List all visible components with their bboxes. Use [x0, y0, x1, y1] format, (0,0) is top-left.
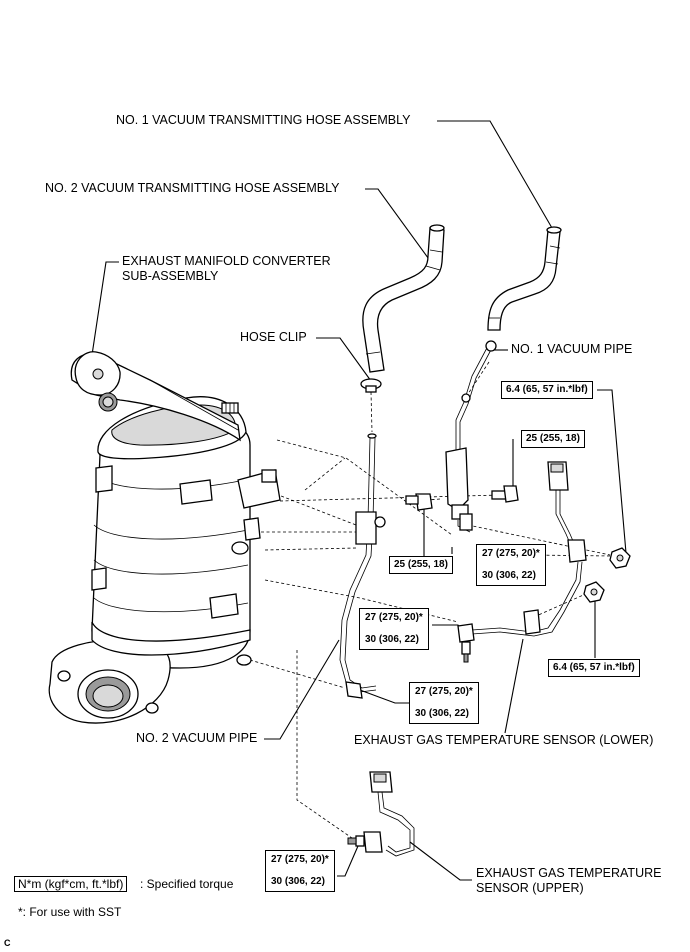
sensor-lower-label: EXHAUST GAS TEMPERATURE SENSOR (LOWER)	[354, 733, 654, 747]
no2-vacuum-hose	[362, 224, 445, 373]
torque-nut-upper: 6.4 (65, 57 in.*lbf)	[501, 381, 593, 399]
bolt-right	[491, 485, 519, 503]
torque-pipe-upper: 27 (275, 20)* 30 (306, 22)	[476, 544, 546, 586]
no2-hose-label: NO. 2 VACUUM TRANSMITTING HOSE ASSEMBLY	[45, 181, 340, 195]
legend-sst-note: *: For use with SST	[18, 905, 122, 919]
torque-sensor-upper-std: 30 (306, 22)	[271, 876, 325, 887]
figure-code: C	[4, 938, 11, 948]
exhaust-manifold-converter	[48, 351, 281, 724]
bolt-left	[405, 493, 433, 511]
nut-upper	[609, 547, 631, 569]
torque-sensor-upper: 27 (275, 20)* 30 (306, 22)	[265, 850, 335, 892]
converter-label-line2: SUB-ASSEMBLY	[122, 269, 219, 283]
torque-pipe-lower-std: 30 (306, 22)	[415, 708, 469, 719]
sensor-upper-label-line2: SENSOR (UPPER)	[476, 881, 584, 895]
sensor-upper-label-line1: EXHAUST GAS TEMPERATURE	[476, 866, 662, 880]
converter-label-line1: EXHAUST MANIFOLD CONVERTER	[122, 254, 331, 268]
torque-sensor-upper-sst: 27 (275, 20)*	[271, 854, 329, 865]
no1-pipe-label: NO. 1 VACUUM PIPE	[511, 342, 633, 356]
leader-lines	[91, 120, 627, 881]
nut-lower	[583, 581, 605, 603]
torque-sensor-lower-std: 30 (306, 22)	[365, 634, 419, 645]
hose-clip	[360, 378, 382, 393]
torque-sensor-lower: 27 (275, 20)* 30 (306, 22)	[359, 608, 429, 650]
no1-hose-label: NO. 1 VACUUM TRANSMITTING HOSE ASSEMBLY	[116, 113, 411, 127]
exhaust-gas-temp-sensor-upper	[347, 771, 415, 857]
exhaust-gas-temp-sensor-lower	[457, 461, 587, 663]
torque-pipe-lower-sst: 27 (275, 20)*	[415, 686, 473, 697]
torque-bolt-left: 25 (255, 18)	[389, 556, 453, 574]
torque-pipe-lower: 27 (275, 20)* 30 (306, 22)	[409, 682, 479, 724]
legend-unit-description: : Specified torque	[140, 877, 234, 891]
torque-pipe-upper-sst: 27 (275, 20)*	[482, 548, 540, 559]
legend-unit-box: N*m (kgf*cm, ft.*lbf)	[14, 876, 128, 892]
torque-sensor-lower-sst: 27 (275, 20)*	[365, 612, 423, 623]
no2-vacuum-pipe	[339, 433, 386, 699]
no2-pipe-label: NO. 2 VACUUM PIPE	[136, 731, 258, 745]
torque-bolt-right: 25 (255, 18)	[521, 430, 585, 448]
no1-vacuum-pipe	[445, 340, 497, 533]
no1-vacuum-hose	[487, 226, 562, 331]
hose-clip-label: HOSE CLIP	[240, 330, 307, 344]
torque-nut-lower: 6.4 (65, 57 in.*lbf)	[548, 659, 640, 677]
torque-pipe-upper-std: 30 (306, 22)	[482, 570, 536, 581]
